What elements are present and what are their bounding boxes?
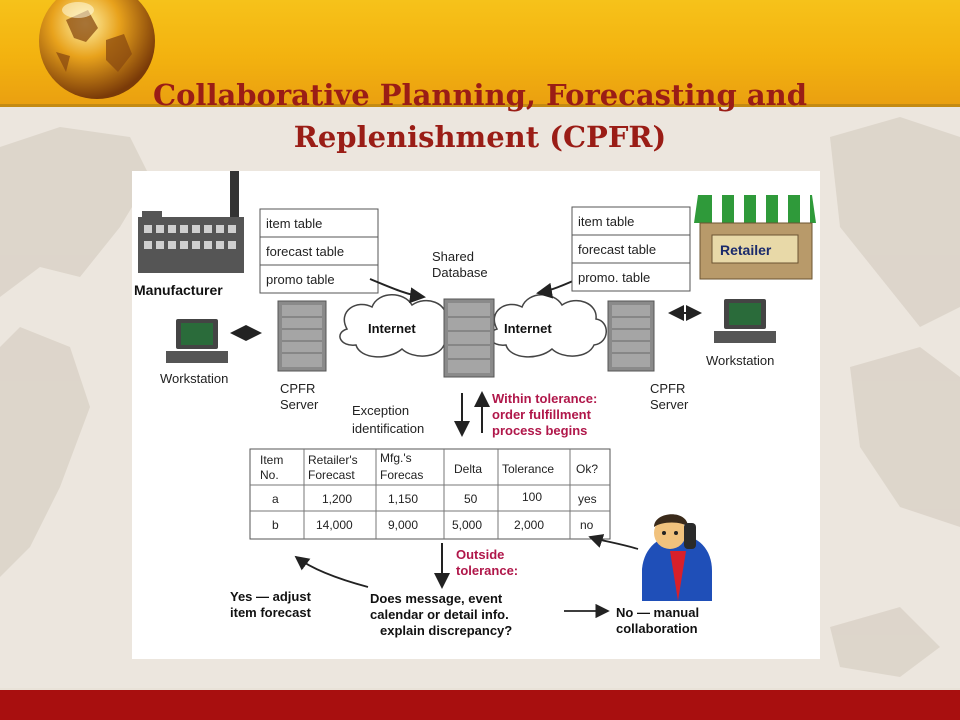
cell-a-delta: 50: [464, 492, 478, 506]
exception-line1: Exception: [352, 403, 409, 418]
retailer-store-icon: [694, 195, 816, 280]
outside-line2: tolerance:: [456, 563, 518, 578]
cell-a-item: a: [272, 492, 279, 506]
hdr-mfg-2: Forecas: [380, 468, 423, 482]
internet-right-label: Internet: [504, 321, 552, 336]
ret-server-line1: CPFR: [650, 381, 685, 396]
world-map-background: [0, 117, 960, 677]
banner-divider: [0, 104, 960, 107]
ret-item-table: item table: [578, 214, 634, 229]
hdr-delta: Delta: [454, 462, 482, 476]
shared-database-icon: [443, 298, 495, 378]
mfr-forecast-table: forecast table: [266, 244, 344, 259]
manufacturer-workstation-icon: [166, 319, 228, 363]
footer-gap: [0, 688, 960, 690]
cpfr-diagram: Manufacturer item table forecast table p…: [132, 171, 820, 659]
hdr-retailer-2: Forecast: [308, 468, 355, 482]
shared-db-line2: Database: [432, 265, 488, 280]
mfr-workstation-label: Workstation: [160, 371, 228, 386]
cell-b-item: b: [272, 518, 279, 532]
ret-promo-table: promo. table: [578, 270, 650, 285]
hdr-ok: Ok?: [576, 462, 598, 476]
slide-title: Collaborative Planning, Forecasting and …: [0, 74, 960, 158]
shared-db-line1: Shared: [432, 249, 474, 264]
within-line1: Within tolerance:: [492, 391, 597, 406]
hdr-item-2: No.: [260, 468, 279, 482]
within-line2: order fulfillment: [492, 407, 592, 422]
mfr-item-table: item table: [266, 216, 322, 231]
ret-server-line2: Server: [650, 397, 689, 412]
exception-line2: identification: [352, 421, 424, 436]
person-on-phone-icon: [642, 514, 712, 601]
forecast-comparison-table: Item No. Retailer's Forecast Mfg.'s Fore…: [249, 448, 611, 540]
cell-a-tolerance: 100: [522, 490, 542, 504]
retailer-workstation-icon: [714, 299, 776, 343]
question-line1: Does message, event: [370, 591, 503, 606]
cell-b-delta: 5,000: [452, 518, 482, 532]
mfr-promo-table: promo table: [266, 272, 335, 287]
title-banner: [0, 0, 960, 104]
within-line3: process begins: [492, 423, 587, 438]
hdr-tolerance: Tolerance: [502, 462, 554, 476]
cell-b-mfg: 9,000: [388, 518, 418, 532]
internet-left-label: Internet: [368, 321, 416, 336]
cell-a-mfg: 1,150: [388, 492, 418, 506]
question-line3: explain discrepancy?: [380, 623, 512, 638]
factory-icon: [138, 171, 244, 273]
ret-workstation-label: Workstation: [706, 353, 774, 368]
title-line-2: Replenishment (CPFR): [293, 120, 667, 154]
manufacturer-label: Manufacturer: [134, 282, 223, 298]
no-line2: collaboration: [616, 621, 698, 636]
ret-forecast-table: forecast table: [578, 242, 656, 257]
title-line-1: Collaborative Planning, Forecasting and: [153, 78, 807, 112]
no-line1: No — manual: [616, 605, 699, 620]
retailer-server-icon: [607, 300, 655, 372]
cell-b-retailer: 14,000: [316, 518, 353, 532]
cell-a-ok: yes: [578, 492, 597, 506]
cell-b-ok: no: [580, 518, 594, 532]
cell-a-retailer: 1,200: [322, 492, 352, 506]
question-line2: calendar or detail info.: [370, 607, 509, 622]
retailer-table-stack: item table forecast table promo. table: [571, 206, 691, 292]
globe-icon: [39, 0, 155, 99]
retailer-sign: Retailer: [720, 242, 772, 258]
internet-cloud-right: [489, 294, 607, 358]
manufacturer-server-icon: [277, 300, 327, 372]
yes-line1: Yes — adjust: [230, 589, 312, 604]
outside-line1: Outside: [456, 547, 504, 562]
hdr-item-1: Item: [260, 453, 283, 467]
mfr-server-line1: CPFR: [280, 381, 315, 396]
manufacturer-table-stack: item table forecast table promo table: [259, 208, 379, 294]
yes-line2: item forecast: [230, 605, 312, 620]
mfr-server-line2: Server: [280, 397, 319, 412]
hdr-retailer-1: Retailer's: [308, 453, 358, 467]
hdr-mfg-1: Mfg.'s: [380, 451, 412, 465]
cell-b-tolerance: 2,000: [514, 518, 544, 532]
footer-bar: [0, 690, 960, 720]
